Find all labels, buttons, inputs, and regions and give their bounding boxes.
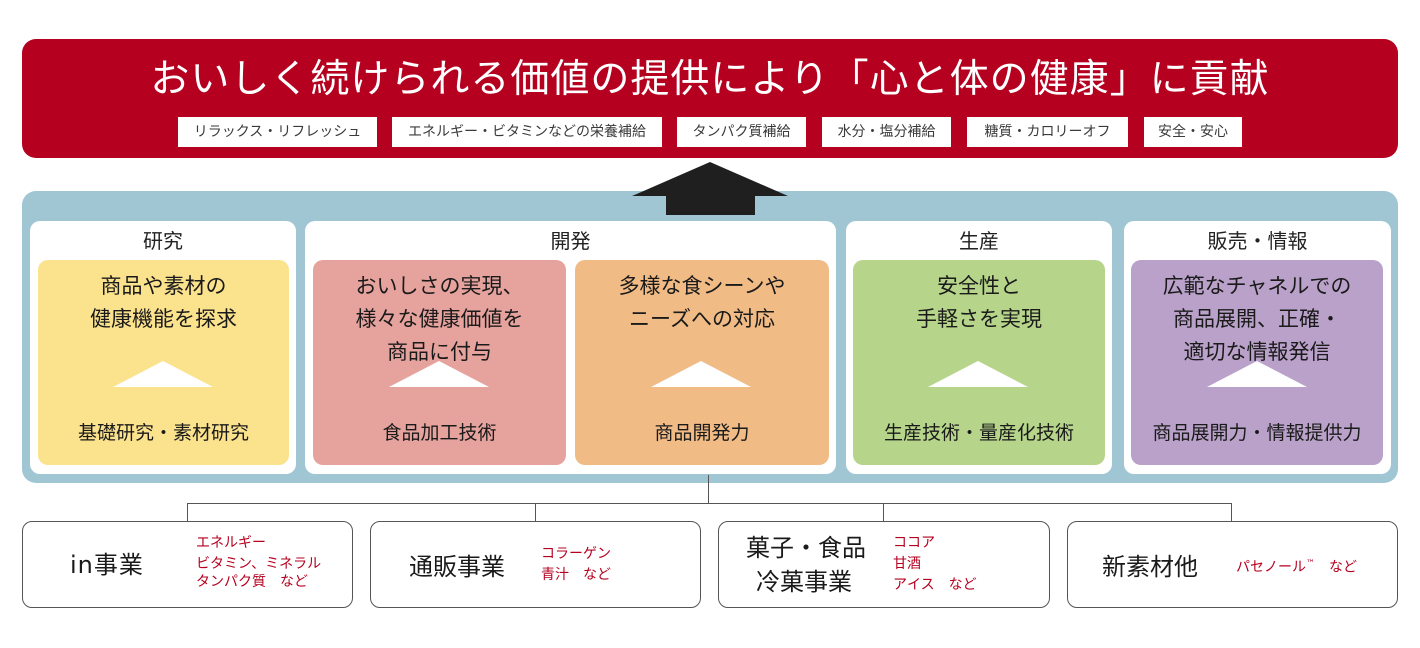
business-sub-confectionery-1: ココア [893,535,935,551]
column-title-research: 研究 [143,229,183,253]
card-dev2-line-1: 多様な食シーンや [618,274,786,298]
card-dev1-line-3: 商品に付与 [387,340,492,364]
connector-branch-confectionery [883,503,884,522]
triangle-sales-icon [1207,361,1307,387]
tag-energy-vitamin: エネルギー・ビタミンなどの栄養補給 [392,117,662,147]
business-sub-in-2: ビタミン、ミネラル [196,556,322,572]
connector-branch-in [187,503,188,522]
card-sales-footer: 商品展開力・情報提供力 [1152,422,1362,444]
business-name-in: in事業 [70,551,144,579]
card-dev1-footer: 食品加工技術 [382,422,497,444]
triangle-production-icon [928,361,1028,387]
up-arrow-stem-icon [666,195,755,215]
triangle-research-icon [113,361,213,387]
triangle-development-product-icon [651,361,751,387]
card-dev1-line-1: おいしさの実現、 [355,274,524,298]
card-dev2-line-2: ニーズへの対応 [629,307,775,331]
business-box-confectionery [718,521,1050,608]
tag-relax: リラックス・リフレッシュ [178,117,377,147]
card-production-text: 安全性と 手軽さを実現 [853,270,1105,336]
tag-sugar-calorie-off: 糖質・カロリーオフ [967,117,1128,147]
card-sales-line-1: 広範なチャネルでの [1162,274,1352,298]
connector-branch-mailorder [535,503,536,522]
up-arrow-head-icon [632,162,788,196]
card-sales-line-2: 商品展開、正確・ [1173,307,1341,331]
column-title-sales: 販売・情報 [1207,229,1308,253]
card-development-processing-text: おいしさの実現、 様々な健康価値を 商品に付与 [313,270,566,369]
card-research-text: 商品や素材の 健康機能を探求 [38,270,289,336]
card-sales-line-3: 適切な情報発信 [1183,340,1331,364]
business-box-newmaterial [1067,521,1398,608]
card-development-product-text: 多様な食シーンや ニーズへの対応 [575,270,829,336]
business-name-mailorder: 通販事業 [409,553,505,581]
card-production-line-1: 安全性と [937,274,1021,298]
business-name-confectionery-2: 冷菓事業 [756,568,852,596]
card-sales-text: 広範なチャネルでの 商品展開、正確・ 適切な情報発信 [1131,270,1383,369]
business-sub-mailorder-1: コラーゲン [541,546,611,562]
business-box-mailorder [370,521,701,608]
connector-horizontal [187,503,1232,504]
business-sub-mailorder-2: 青汁 など [541,567,611,583]
business-box-in [22,521,353,608]
tag-safety: 安全・安心 [1144,117,1242,147]
card-dev1-line-2: 様々な健康価値を [355,307,524,331]
connector-trunk [708,475,709,504]
banner-title: おいしく続けられる価値の提供により「心と体の健康」に貢献 [150,57,1270,102]
tag-protein: タンパク質補給 [677,117,806,147]
card-research-line-2: 健康機能を探求 [90,307,237,331]
connector-branch-newmaterial [1231,503,1232,522]
column-title-development: 開発 [550,229,591,253]
trademark-mark: ™ [1306,559,1315,569]
business-name-confectionery-1: 菓子・食品 [746,534,866,562]
business-sub-in-1: エネルギー [196,535,266,551]
card-research-line-1: 商品や素材の [100,274,227,298]
business-sub-confectionery-2: 甘酒 [893,556,921,572]
card-production-footer: 生産技術・量産化技術 [883,422,1074,444]
business-sub-newmaterial: パセノール™ など [1236,555,1357,578]
business-name-newmaterial: 新素材他 [1102,553,1198,581]
business-sub-newmaterial-suffix: など [1315,559,1357,576]
card-dev2-footer: 商品開発力 [654,422,750,444]
card-research-footer: 基礎研究・素材研究 [77,422,249,444]
card-production-line-2: 手軽さを実現 [916,307,1042,331]
business-sub-in-3: タンパク質 など [196,574,308,590]
tag-water-salt: 水分・塩分補給 [822,117,951,147]
triangle-development-processing-icon [389,361,489,387]
business-sub-confectionery-3: アイス など [893,577,977,593]
business-sub-newmaterial-name: パセノール [1236,559,1306,576]
column-title-production: 生産 [959,229,999,253]
